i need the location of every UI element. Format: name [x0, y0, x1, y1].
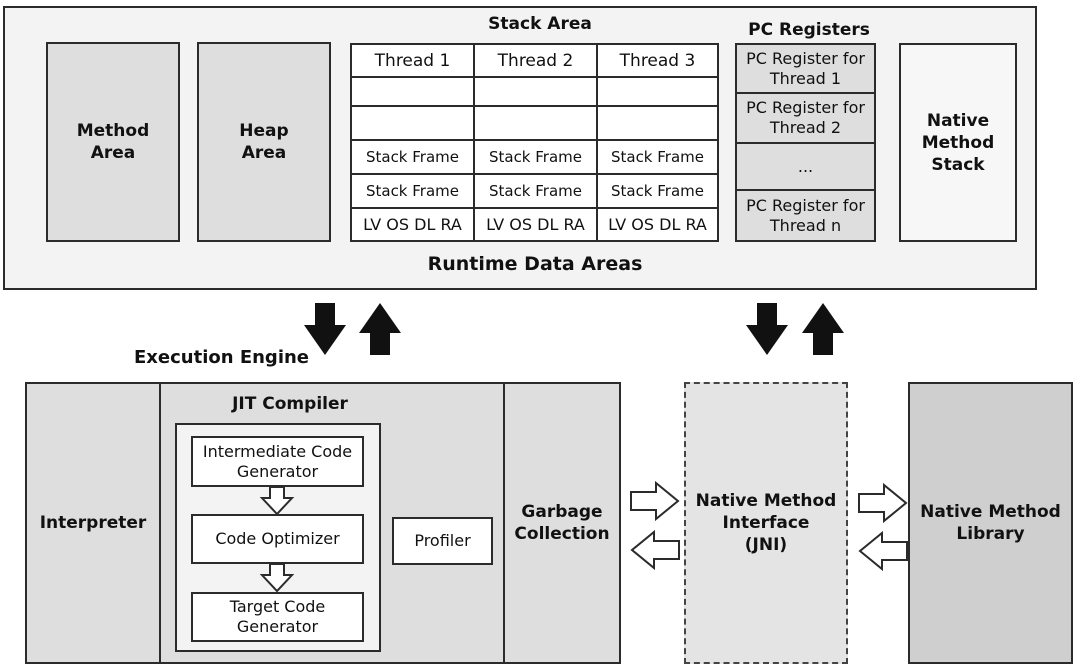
code-optimizer: Code Optimizer: [191, 514, 364, 564]
pc-registers-title: PC Registers: [748, 20, 870, 40]
left-arrow-icon: [858, 530, 908, 572]
target-code-generator: Target Code Generator: [191, 592, 364, 642]
stack-frame: Stack Frame: [597, 140, 718, 174]
frame-locals: LV OS DL RA: [474, 208, 597, 241]
execution-engine-title: Execution Engine: [134, 347, 310, 368]
jit-compiler-title: JIT Compiler: [232, 394, 348, 414]
stack-slot: [597, 106, 718, 140]
stack-frame: Stack Frame: [474, 174, 597, 208]
stack-area-title: Stack Area: [488, 14, 592, 34]
up-arrow-icon: [802, 303, 844, 355]
thread-header: Thread 2: [474, 44, 597, 77]
native-method-interface: Native Method Interface (JNI): [684, 382, 848, 664]
profiler: Profiler: [392, 517, 493, 565]
garbage-collection: Garbage Collection: [503, 382, 621, 664]
down-arrow-icon: [746, 303, 788, 355]
stack-frame: Stack Frame: [474, 140, 597, 174]
pc-register: PC Register for Thread 1: [737, 45, 874, 94]
down-arrow-icon: [304, 303, 346, 355]
pc-registers-column: PC Register for Thread 1 PC Register for…: [735, 43, 876, 242]
right-arrow-icon: [630, 480, 680, 522]
interpreter: Interpreter: [25, 382, 161, 664]
stack-slot: [597, 77, 718, 106]
heap-area: Heap Area: [197, 42, 331, 242]
pc-register: PC Register for Thread n: [746, 195, 865, 235]
stack-slot: [351, 77, 474, 106]
frame-locals: LV OS DL RA: [597, 208, 718, 241]
method-area: Method Area: [46, 42, 180, 242]
stack-frame: Stack Frame: [351, 140, 474, 174]
intermediate-code-generator: Intermediate Code Generator: [191, 436, 364, 487]
stack-frame: Stack Frame: [597, 174, 718, 208]
stack-frame: Stack Frame: [351, 174, 474, 208]
stack-slot: [351, 106, 474, 140]
down-arrow-icon: [259, 486, 295, 516]
thread-header: Thread 1: [351, 44, 474, 77]
pc-register: PC Register for Thread 2: [737, 94, 874, 144]
pc-register-ellipsis: ...: [737, 144, 874, 191]
left-arrow-icon: [630, 529, 680, 571]
stack-slot: [474, 77, 597, 106]
down-arrow-icon: [259, 563, 295, 593]
native-method-library: Native Method Library: [908, 382, 1073, 664]
right-arrow-icon: [858, 482, 908, 524]
stack-area-grid: Thread 1 Stack Frame Stack Frame LV OS D…: [350, 43, 719, 242]
up-arrow-icon: [359, 303, 401, 355]
native-method-stack: Native Method Stack: [899, 43, 1017, 242]
stack-slot: [474, 106, 597, 140]
frame-locals: LV OS DL RA: [351, 208, 474, 241]
thread-header: Thread 3: [597, 44, 718, 77]
runtime-data-areas-title: Runtime Data Areas: [427, 253, 643, 275]
